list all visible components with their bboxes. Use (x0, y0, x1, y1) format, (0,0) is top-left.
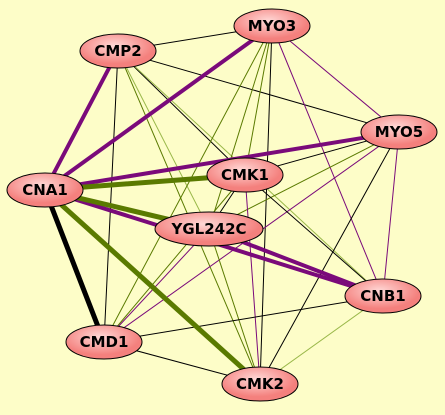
edge-cna1-myo3 (43, 24, 274, 192)
node-label: MYO5 (375, 123, 423, 141)
edge-myo3-cmk1 (244, 25, 273, 176)
node-label: CNB1 (360, 287, 405, 305)
edge-cmk1-cmk2 (244, 174, 261, 385)
edge-cmp2-myo5 (117, 50, 400, 133)
edge-myo3-cnb1 (271, 25, 384, 297)
node-label: CMP2 (94, 42, 141, 60)
node-label: CMK2 (236, 375, 284, 393)
node-cmk1[interactable]: CMK1 (206, 157, 284, 193)
edge-myo3-ygl242c (208, 25, 273, 230)
node-cmk2[interactable]: CMK2 (221, 366, 299, 402)
edge-cmp2-cmd1 (103, 50, 119, 343)
node-ellipse (221, 366, 299, 402)
node-ellipse (344, 278, 422, 314)
edge-ygl242c-cmd1 (103, 228, 210, 343)
node-ellipse (6, 172, 84, 208)
edge-myo5-cmk2 (259, 131, 400, 385)
node-myo3[interactable]: MYO3 (233, 8, 311, 44)
edge-cna1-cmd1 (42, 187, 107, 345)
edge-ygl242c-cmk2 (208, 228, 261, 385)
node-ygl242c[interactable]: YGL242C (154, 211, 264, 247)
node-ellipse (233, 8, 311, 44)
node-ellipse (206, 157, 284, 193)
node-myo5[interactable]: MYO5 (360, 114, 438, 150)
edge-cmp2-ygl242c (117, 50, 210, 230)
node-cnb1[interactable]: CNB1 (344, 278, 422, 314)
edges-layer (42, 24, 401, 387)
node-label: CMD1 (80, 333, 129, 351)
node-cmp2[interactable]: CMP2 (79, 33, 157, 69)
node-label: MYO3 (248, 17, 296, 35)
edge-myo3-cmd1 (103, 25, 273, 343)
edge-cna1-cmp2 (43, 49, 120, 192)
edge-myo3-cmk2 (259, 25, 273, 385)
edge-cna1-cmk2 (42, 187, 263, 387)
node-ellipse (360, 114, 438, 150)
edge-cmd1-cnb1 (103, 295, 384, 343)
node-ellipse (154, 211, 264, 247)
node-label: CNA1 (22, 181, 68, 199)
edge-cmp2-cmk1 (117, 50, 246, 176)
edge-myo3-myo5 (271, 25, 400, 133)
node-ellipse (65, 324, 143, 360)
edge-cmk1-cmd1 (103, 174, 246, 343)
node-ellipse (79, 33, 157, 69)
node-label: CMK1 (221, 166, 269, 184)
edge-myo5-ygl242c (208, 131, 400, 230)
node-cmd1[interactable]: CMD1 (65, 324, 143, 360)
node-label: YGL242C (170, 220, 246, 238)
node-cna1[interactable]: CNA1 (6, 172, 84, 208)
edge-myo5-cnb1 (382, 131, 400, 297)
edge-cmk1-cnb1 (244, 174, 384, 297)
